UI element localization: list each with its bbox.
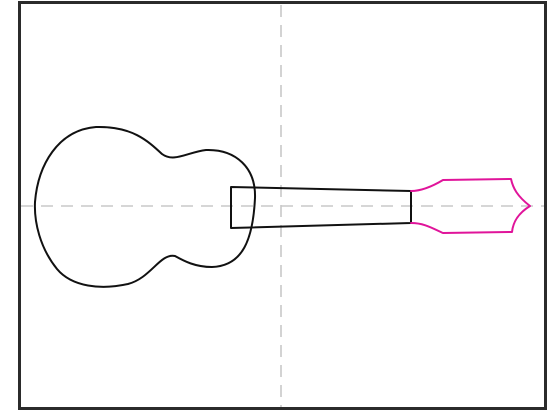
guitar-headstock [410, 178, 531, 234]
guitar-body [33, 125, 257, 288]
